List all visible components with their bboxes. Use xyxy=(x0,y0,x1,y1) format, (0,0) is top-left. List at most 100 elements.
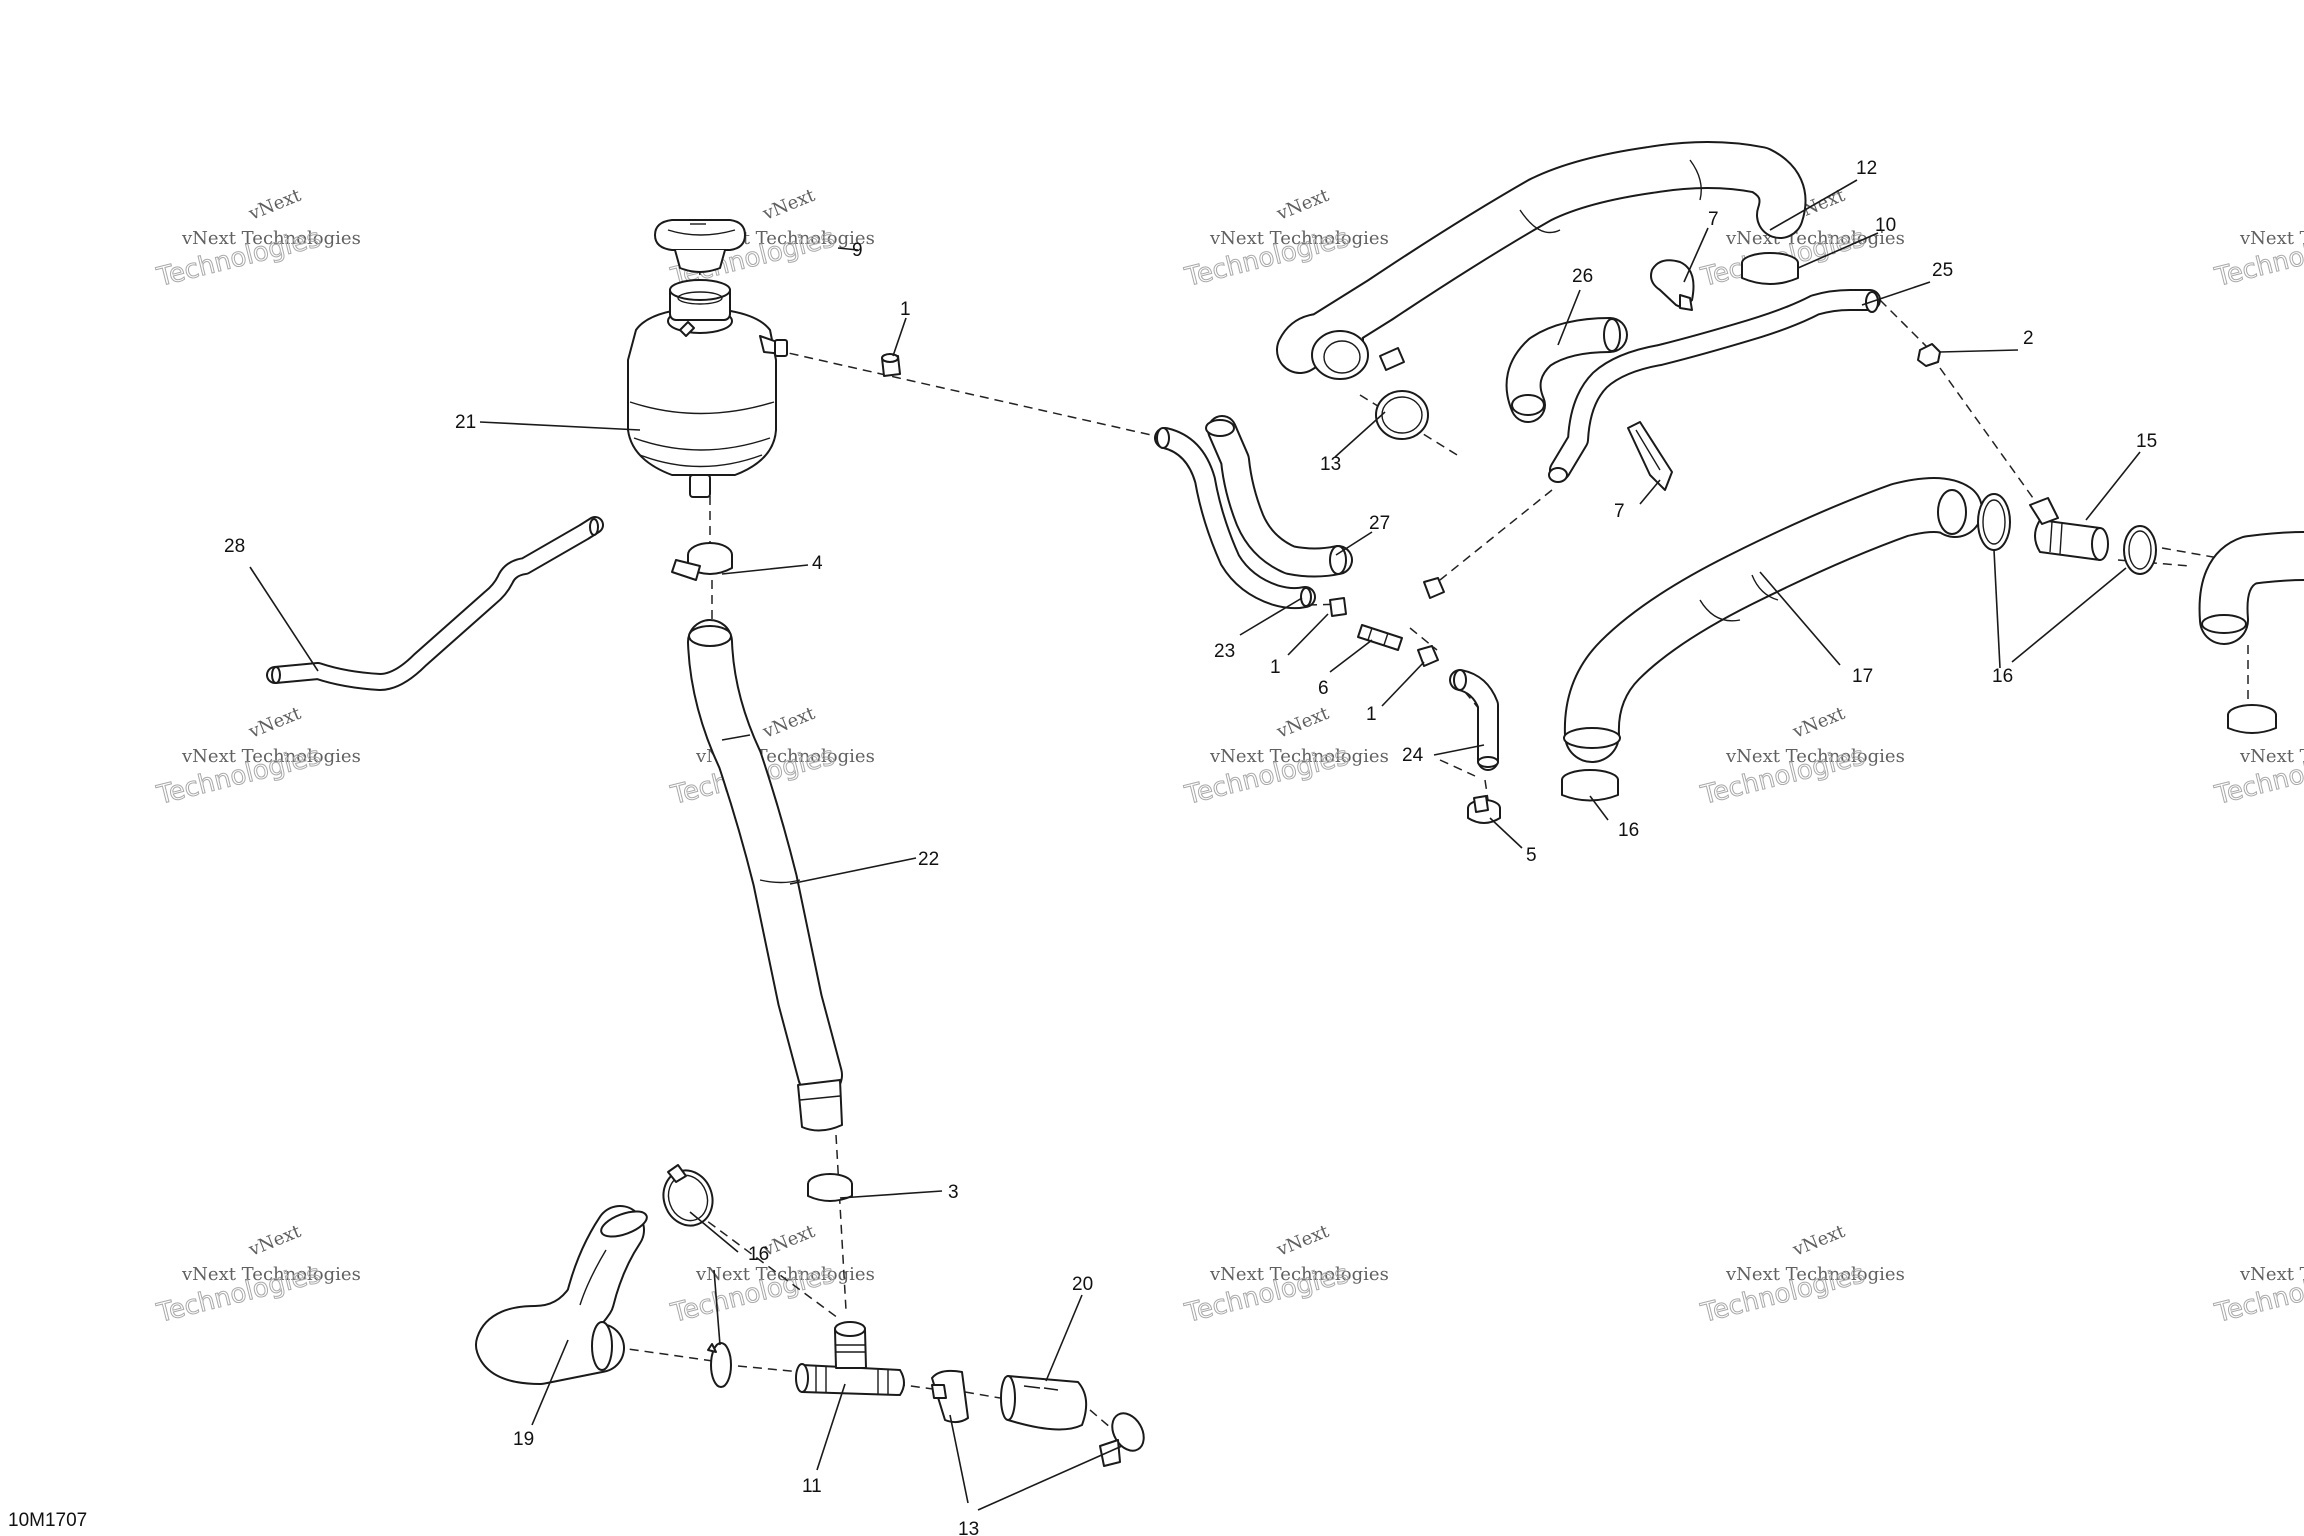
callout-label: 2 xyxy=(2023,328,2034,349)
callout-label: 3 xyxy=(948,1182,959,1203)
hose-plug-4 xyxy=(1417,645,1439,667)
thermostat-connector xyxy=(2029,497,2109,561)
callout-label: 19 xyxy=(513,1429,534,1450)
spring-clip xyxy=(1650,259,1695,311)
callout-label: 16 xyxy=(748,1244,769,1265)
callout-label: 20 xyxy=(1072,1274,1093,1295)
hose-clamp-right xyxy=(2123,525,2157,575)
callout-label: 16 xyxy=(1992,666,2013,687)
bypass-hose xyxy=(1548,289,1881,483)
hose-clamp-small xyxy=(671,542,733,581)
hose-clamp-lower xyxy=(1561,769,1619,802)
hose-clamp xyxy=(807,1173,853,1202)
watermark: vNext vNext Technologies Technologies xyxy=(1181,703,1389,812)
callout-label: 9 xyxy=(852,240,863,261)
callout-label: 27 xyxy=(1369,513,1390,534)
callout-label: 1 xyxy=(900,299,911,320)
diagram-reference-code: 10M1707 xyxy=(8,1510,87,1531)
watermark-text: vNext Technologies xyxy=(1725,1264,1905,1285)
watermark-text: vNext xyxy=(759,703,819,743)
watermark-text: vNext xyxy=(245,703,305,743)
watermarks: vNext vNext Technologies Technologies vN… xyxy=(153,185,2304,1330)
watermark-text: vNext Technologies xyxy=(1209,1264,1389,1285)
callout-label: 7 xyxy=(1614,501,1625,522)
callout-label: 25 xyxy=(1932,260,1953,281)
outlet-elbow xyxy=(2198,531,2304,645)
hex-nut xyxy=(1917,343,1941,367)
hose-clamp-spring xyxy=(931,1369,969,1424)
callout-label: 17 xyxy=(1852,666,1873,687)
watermark: vNext vNext Technologies Technologies xyxy=(153,1221,361,1330)
callout-label: 22 xyxy=(918,849,939,870)
watermark: vNext vNext Technologies Technologies xyxy=(1697,1221,1905,1330)
tee-fitting xyxy=(795,1321,905,1396)
callout-label: 13 xyxy=(1320,454,1341,475)
watermark: vNext vNext Technologies Technologies xyxy=(153,703,361,812)
watermark-text: vNext xyxy=(759,185,819,225)
callout-label: 26 xyxy=(1572,266,1593,287)
watermark: vNext vNext Technologies Technologies xyxy=(1697,703,1905,812)
reservoir-cap xyxy=(654,219,746,273)
callout-label: 12 xyxy=(1856,158,1877,179)
watermark-text: vNext xyxy=(1273,185,1333,225)
watermark: vNext vNext Technologies Technologies xyxy=(153,185,361,294)
watermark-text: vNext Technologies xyxy=(2239,1264,2304,1285)
straight-connector xyxy=(1357,624,1403,651)
watermark: vNext vNext Technologies Technologies xyxy=(1181,185,1389,294)
coolant-reservoir xyxy=(627,279,788,498)
assembly-dash-lines xyxy=(599,254,2249,1441)
short-coolant-hose xyxy=(1000,1375,1088,1431)
watermark-text: vNext xyxy=(1789,1221,1849,1261)
callout-label: 24 xyxy=(1402,745,1424,766)
watermark-text: vNext Technologies xyxy=(181,228,361,249)
callout-label: 4 xyxy=(812,553,823,574)
hose-clamp-edge xyxy=(2227,704,2277,734)
callout-label: 23 xyxy=(1214,641,1235,662)
heater-hose xyxy=(1205,415,1353,578)
watermark: vNext vNext Technologies Technologies xyxy=(2211,1221,2304,1330)
watermark-text: vNext Technologies xyxy=(1209,746,1389,767)
spring-clip-2 xyxy=(1627,421,1673,491)
watermark-text: vNext xyxy=(1273,1221,1333,1261)
hose-clamp-spring-2 xyxy=(1099,1412,1145,1467)
watermark-text: vNext xyxy=(1273,703,1333,743)
lower-radiator-hose xyxy=(1563,477,1983,763)
hose-plug xyxy=(881,353,901,377)
callout-label: 28 xyxy=(224,536,245,557)
vent-elbow xyxy=(1449,669,1499,771)
callout-label: 5 xyxy=(1526,845,1537,866)
watermark: vNext vNext Technologies Technologies xyxy=(1181,1221,1389,1330)
hose-clamp-mid xyxy=(707,1342,732,1388)
watermark-text: vNext Technologies xyxy=(1209,228,1389,249)
watermark-text: vNext Technologies xyxy=(181,746,361,767)
elbow-hose xyxy=(475,1205,648,1385)
small-clamp xyxy=(1467,795,1501,824)
callout-label: 7 xyxy=(1708,209,1719,230)
leader-lines xyxy=(249,179,2141,1511)
watermark-text: vNext xyxy=(245,185,305,225)
watermark-text: vNext xyxy=(1789,703,1849,743)
hose-plug-2 xyxy=(1329,597,1347,617)
callout-label: 10 xyxy=(1875,215,1896,236)
overflow-tube xyxy=(266,516,604,691)
hose-clamp-band-2 xyxy=(1741,252,1799,285)
watermark-text: vNext Technologies xyxy=(695,1264,875,1285)
watermark-text: vNext Technologies xyxy=(2239,228,2304,249)
watermark-text: vNext Technologies xyxy=(1725,746,1905,767)
upper-radiator-hose xyxy=(1276,141,1807,380)
watermark-text: vNext Technologies xyxy=(181,1264,361,1285)
callout-label: 16 xyxy=(1618,820,1639,841)
callout-label: 1 xyxy=(1366,704,1377,725)
callout-label: 15 xyxy=(2136,431,2157,452)
callout-labels: 9 1 21 28 4 22 3 16 19 11 13 20 12 7 10 … xyxy=(224,158,2157,1536)
callout-label: 11 xyxy=(802,1476,822,1497)
hose-clamp-large xyxy=(662,1164,714,1227)
heater-hose-small xyxy=(1154,427,1316,610)
long-coolant-hose xyxy=(687,619,843,1132)
elbow-hose-short xyxy=(1505,317,1628,423)
callout-label: 13 xyxy=(958,1519,979,1536)
hose-clamp-upper xyxy=(1977,493,2011,551)
hose-plug-3 xyxy=(1423,577,1445,599)
watermark: vNext vNext Technologies Technologies xyxy=(2211,185,2304,294)
